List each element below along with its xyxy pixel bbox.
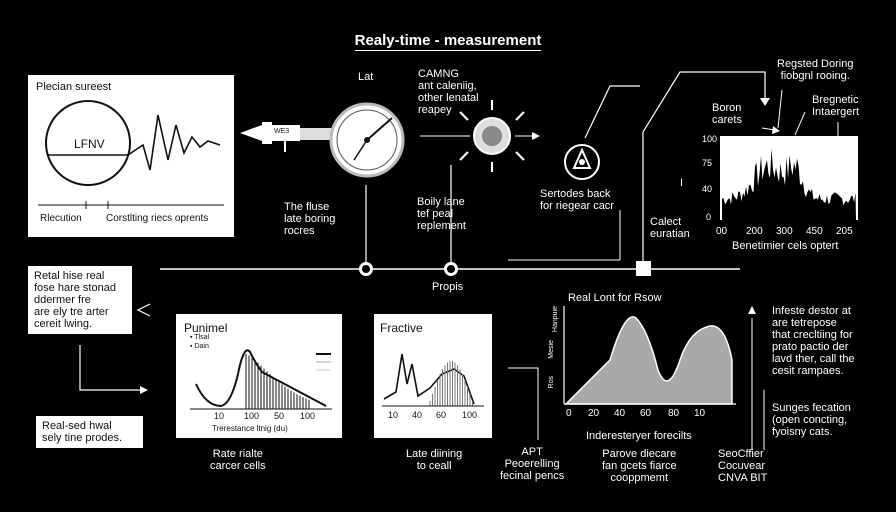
punimel-xtick: 10 <box>214 411 225 421</box>
circle-label: LFNV <box>74 137 105 151</box>
forecast-xtick: 80 <box>668 408 680 419</box>
signal-panel: Plecian sureest LFNV Rlecution Corstltin… <box>28 75 234 237</box>
probe-icon <box>240 122 335 152</box>
fractive-xtick: 40 <box>412 410 423 420</box>
spectrum-plot <box>720 136 858 220</box>
label-apt: APT Peoerelling fecinal pencs <box>500 446 565 482</box>
gauge-icon <box>329 102 405 178</box>
label-regsted: Regsted Doring fiobgnl rooing. <box>777 58 854 82</box>
page-title: Realy-time - measurement <box>354 32 542 51</box>
signal-plot <box>38 100 224 209</box>
spectrum-xtick: 300 <box>776 226 793 237</box>
spectrum-caption: Benetimier cels optert <box>732 240 839 252</box>
label-props: Propis <box>432 281 464 293</box>
forecast-ylabel: Hanpuie <box>552 306 559 333</box>
label-rate: Rate rialte carcer cells <box>210 448 266 472</box>
label-bregnetic: Bregnetic Intaergert <box>812 94 860 118</box>
probe-cap-label: WE3 <box>274 128 290 135</box>
fractive-xtick: 10 <box>388 410 399 420</box>
svg-text:I: I <box>680 177 683 189</box>
fractive-plot <box>382 353 484 407</box>
label-parove: Parove diecare fan gcets fiarce cooppmem… <box>602 448 677 484</box>
signal-right-caption: Corstlting riecs oprents <box>106 213 209 224</box>
signal-panel-title: Plecian sureest <box>36 81 112 93</box>
node-square <box>636 261 651 276</box>
punimel-xtick: 100 <box>244 411 260 421</box>
forecast-xtick: 10 <box>694 408 706 419</box>
forecast-chart: Hanpuie Mesie Ros <box>540 300 740 418</box>
fractive-xtick: 100 <box>462 410 478 420</box>
label-secther: SeoCffier Cocuvear CNVA BIT <box>718 448 768 484</box>
punimel-legend-0: ▪ Tlsal <box>190 334 210 341</box>
punimel-xlabel: Trerestance ltnig (du) <box>212 424 288 433</box>
forecast-chart-title: Real Lont for Rsow <box>568 292 662 304</box>
forecast-ylabel: Ros <box>548 376 555 389</box>
label-sunges: Sunges fecation (open concting, fyoisny … <box>772 402 851 438</box>
label-infeste: Infeste destor at are tetrepose that cre… <box>772 305 855 377</box>
label-sertodes: Sertodes back for riegear cacr <box>540 188 614 212</box>
punimel-legend-1: ▪ Dain <box>190 343 209 350</box>
punimel-xtick: 50 <box>274 411 285 421</box>
punimel-title: Punimel <box>184 321 228 335</box>
label-boily-lane: Boily lane tef peal replement <box>417 196 466 232</box>
label-calect: Calect euratian <box>650 216 690 240</box>
label-late: Late diining to ceall <box>406 448 463 472</box>
spectrum-ytick: 100 <box>702 134 718 144</box>
punimel-panel: Punimel ▪ Tlsal ▪ Dain 10 100 50 100 Tre… <box>176 314 342 438</box>
label-the-flusse: The fluse late boring rocres <box>284 201 336 237</box>
spectrum-chart: 100 75 40 0 <box>700 132 860 222</box>
fractive-panel: Fractive 10 40 60 100 <box>374 314 492 438</box>
fractive-title: Fractive <box>380 321 423 335</box>
spectrum-xtick: 00 <box>716 226 728 237</box>
spectrum-ytick: 40 <box>702 184 713 194</box>
signal-left-caption: Rlecution <box>40 213 82 224</box>
forecast-xlabel: Inderesteryer forecilts <box>586 430 692 442</box>
retal-box: Retal hise real fose hare stonad ddermer… <box>28 266 132 334</box>
forecast-xtick: 20 <box>588 408 600 419</box>
label-boron: Boron carets <box>712 102 742 126</box>
forecast-ylabel: Mesie <box>548 340 555 359</box>
realsed-box: Real-sed hwal sely tine prodes. <box>36 416 143 448</box>
forecast-xtick: 40 <box>614 408 626 419</box>
sensor-icon <box>564 144 600 180</box>
spectrum-xtick: 200 <box>746 226 763 237</box>
fractive-xtick: 60 <box>436 410 447 420</box>
forecast-xtick: 60 <box>640 408 652 419</box>
spectrum-xtick: 450 <box>806 226 823 237</box>
spectrum-ytick: 0 <box>706 212 712 222</box>
spectrum-ytick: 75 <box>702 158 713 168</box>
sphere-burst-icon <box>459 100 525 172</box>
spectrum-xtick: 205 <box>836 226 853 237</box>
label-lat: Lat <box>358 71 374 83</box>
forecast-xtick: 0 <box>566 408 572 419</box>
punimel-plot <box>190 349 332 410</box>
forecast-plot <box>563 306 736 405</box>
punimel-xtick: 100 <box>300 411 316 421</box>
label-camng: CAMNG ant caleniig, other lenatal reapey <box>418 68 479 116</box>
